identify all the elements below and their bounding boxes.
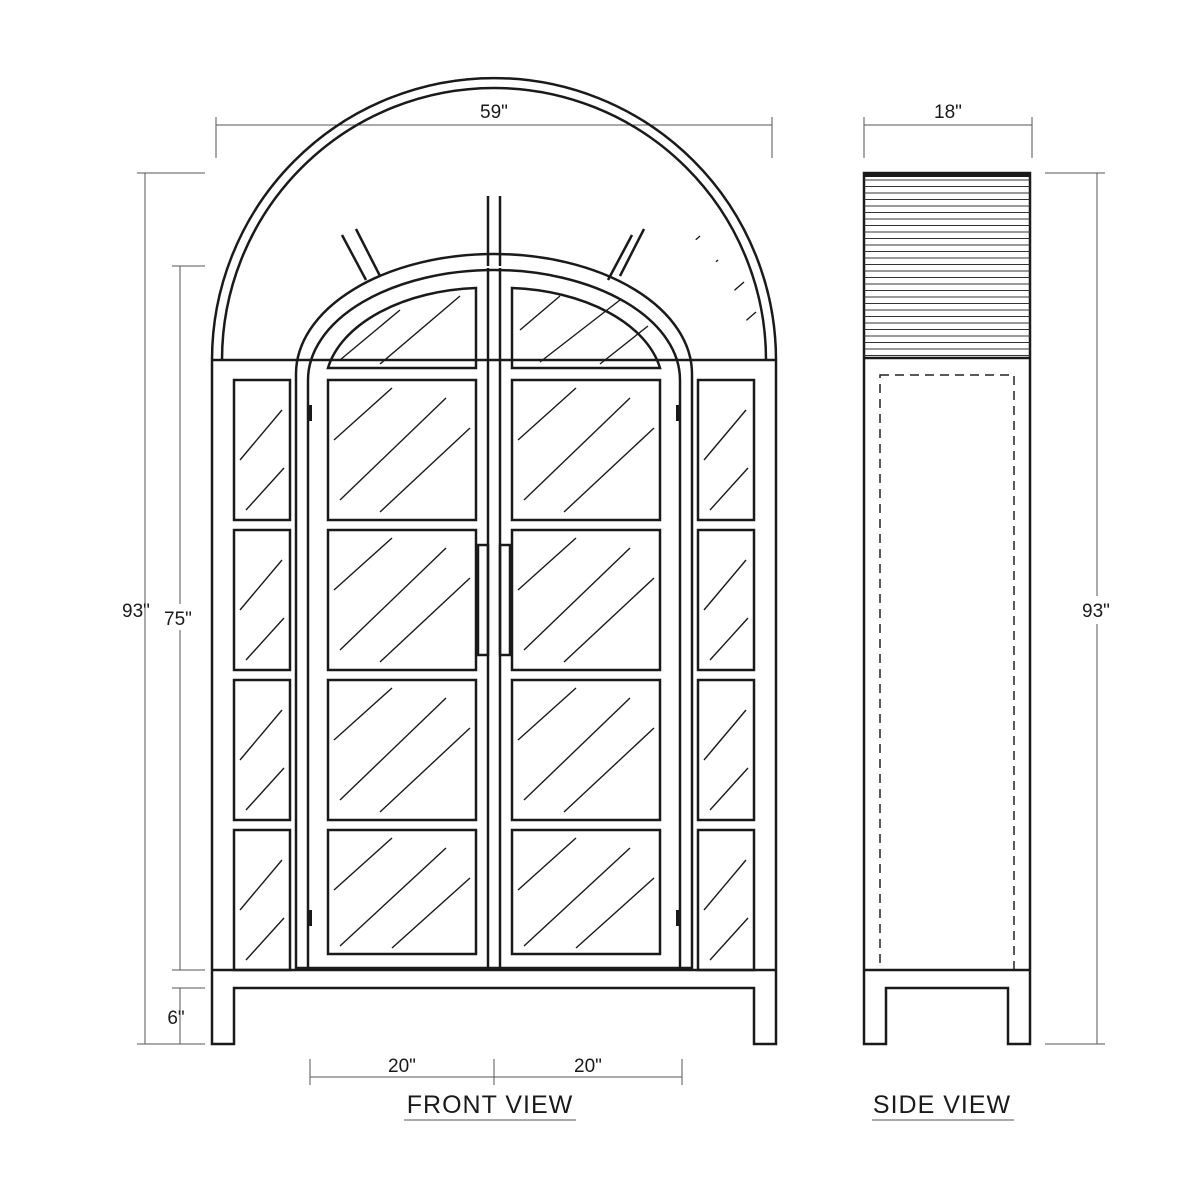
left-door-pane-2 xyxy=(326,528,478,672)
left-side-pane-2 xyxy=(232,528,292,672)
left-door-arch-pane xyxy=(326,286,478,370)
right-door-pane-1 xyxy=(510,378,662,522)
dimension-height-front: 93" xyxy=(122,172,205,1045)
side-louvres xyxy=(864,179,1030,357)
right-door-width-label: 20" xyxy=(574,1056,602,1077)
front-view-label: FRONT VIEW xyxy=(407,1091,573,1119)
front-view xyxy=(210,76,778,1046)
left-side-pane-3 xyxy=(232,678,292,822)
front-height-label: 93" xyxy=(122,601,150,622)
right-door-pane-2 xyxy=(510,528,662,672)
right-door-pane-4 xyxy=(510,828,662,956)
side-view-title: SIDE VIEW xyxy=(872,1091,1014,1121)
right-side-pane-2 xyxy=(696,528,756,672)
door-height-label: 75" xyxy=(164,609,192,630)
right-side-pane-3 xyxy=(696,678,756,822)
hinge-left-bottom xyxy=(307,910,312,926)
left-door-pane-3 xyxy=(326,678,478,822)
door-handles xyxy=(476,543,512,657)
side-view-label: SIDE VIEW xyxy=(873,1091,1011,1119)
left-door-pane-1 xyxy=(326,378,478,522)
front-view-title: FRONT VIEW xyxy=(404,1091,576,1121)
side-dashed-outline xyxy=(879,374,1015,971)
right-door-arch-pane xyxy=(510,286,662,370)
left-side-pane-1 xyxy=(232,378,292,522)
right-door-pane-3 xyxy=(510,678,662,822)
hinge-left-top xyxy=(307,405,312,421)
dimension-height-side: 93" xyxy=(1045,172,1120,1045)
front-width-label: 59" xyxy=(480,102,508,123)
side-height-label: 93" xyxy=(1082,601,1110,622)
dimension-door-height: 75" xyxy=(158,265,205,971)
right-side-pane-4 xyxy=(696,828,756,972)
side-view xyxy=(862,171,1032,1046)
dimension-depth-side: 18" xyxy=(863,102,1033,158)
hinge-right-top xyxy=(676,405,681,421)
right-side-pane-1 xyxy=(696,378,756,522)
dimension-leg-height: 6" xyxy=(167,987,205,1044)
side-depth-label: 18" xyxy=(934,102,962,123)
hinge-right-bottom xyxy=(676,910,681,926)
left-door-width-label: 20" xyxy=(388,1056,416,1077)
glass-hatching xyxy=(239,295,749,961)
left-side-pane-4 xyxy=(232,828,292,972)
left-door-pane-4 xyxy=(326,828,478,956)
leg-height-label: 6" xyxy=(167,1008,184,1029)
dimension-width-front: 59" xyxy=(215,102,773,158)
dimension-door-widths: 20" 20" xyxy=(309,1056,683,1085)
